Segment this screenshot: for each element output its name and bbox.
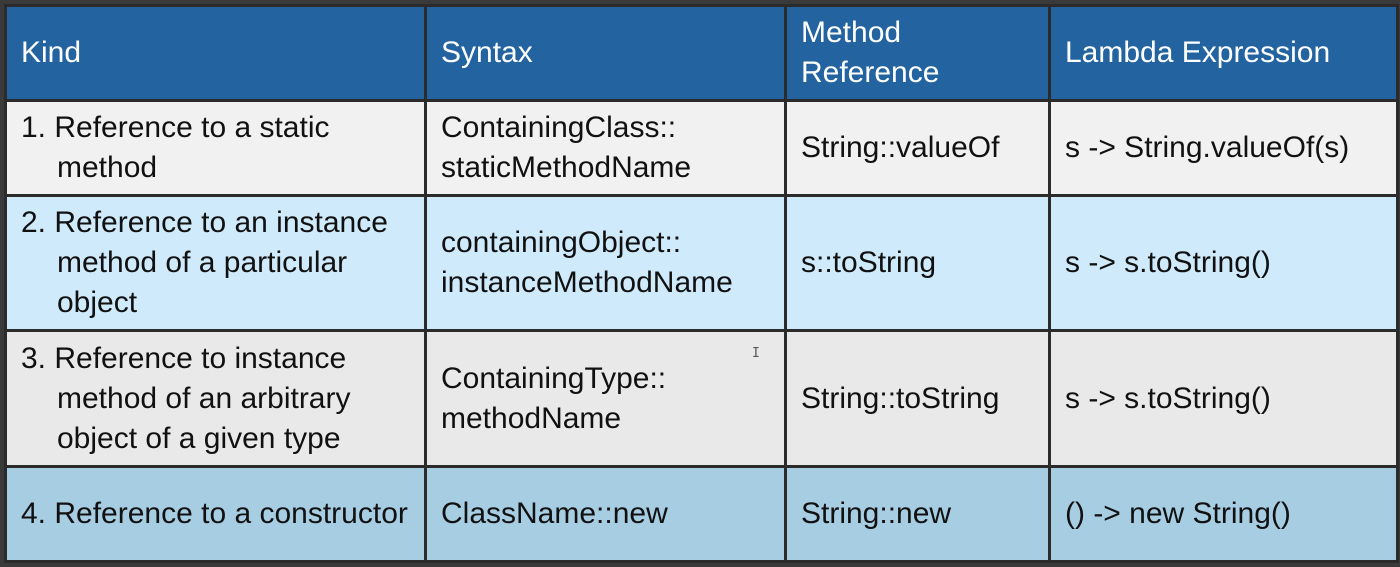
table-row: 1. Reference to a static method Containi…: [4, 99, 1399, 197]
cell-method-reference: String::valueOf: [784, 99, 1051, 197]
header-method-reference: Method Reference: [784, 4, 1051, 102]
cell-method-reference: s::toString: [784, 193, 1051, 333]
cell-method-reference: String::new: [784, 465, 1051, 563]
cell-syntax: ContainingClass:: staticMethodName: [424, 99, 787, 197]
table-row: 2. Reference to an instance method of a …: [4, 193, 1399, 333]
header-syntax: Syntax: [424, 4, 787, 102]
cell-kind: 2. Reference to an instance method of a …: [4, 193, 427, 333]
cell-syntax: ClassName::new: [424, 465, 787, 563]
kind-text: 1. Reference to a static method: [21, 110, 330, 184]
table-row: 4. Reference to a constructor ClassName:…: [4, 465, 1399, 563]
cell-lambda: s -> String.valueOf(s): [1048, 99, 1399, 197]
cell-syntax: containingObject:: instanceMethodName: [424, 193, 787, 333]
cell-method-reference: String::toString: [784, 329, 1051, 469]
kind-text: 4. Reference to a constructor: [21, 497, 408, 531]
cell-kind: 3. Reference to instance method of an ar…: [4, 329, 427, 469]
header-lambda-expression: Lambda Expression: [1048, 4, 1399, 102]
kind-text: 2. Reference to an instance method of a …: [21, 206, 388, 320]
kind-text: 3. Reference to instance method of an ar…: [21, 341, 351, 455]
cell-lambda: s -> s.toString(): [1048, 329, 1399, 469]
table-header-row: Kind Syntax Method Reference Lambda Expr…: [4, 4, 1399, 102]
text-cursor-icon: I: [752, 346, 760, 361]
header-kind: Kind: [4, 4, 427, 102]
table-row: 3. Reference to instance method of an ar…: [4, 329, 1399, 469]
method-reference-table: Kind Syntax Method Reference Lambda Expr…: [4, 4, 1399, 563]
cell-syntax: ContainingType:: methodName: [424, 329, 787, 469]
cell-lambda: () -> new String(): [1048, 465, 1399, 563]
cell-kind: 1. Reference to a static method: [4, 99, 427, 197]
cell-lambda: s -> s.toString(): [1048, 193, 1399, 333]
cell-kind: 4. Reference to a constructor: [4, 465, 427, 563]
